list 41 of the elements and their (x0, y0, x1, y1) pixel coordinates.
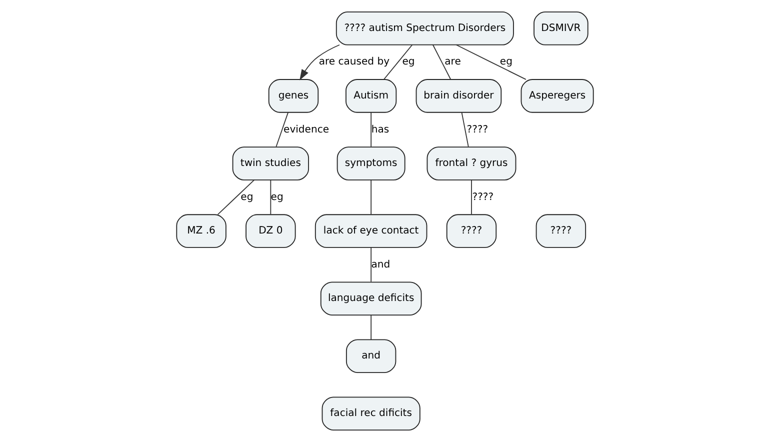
node-box: frontal ? gyrus (426, 146, 516, 180)
node-box: and (345, 339, 396, 373)
connector (370, 112, 372, 148)
node-box: lack of eye contact (314, 214, 427, 248)
edge-label: are caused by (318, 56, 390, 68)
connector (370, 180, 372, 215)
node-box: ???? (446, 214, 496, 248)
connector (370, 247, 372, 282)
connector (455, 44, 526, 80)
edge-label: evidence (283, 124, 329, 136)
node-box: MZ .6 (176, 214, 226, 248)
node-box: ???? autism Spectrum Disorders (335, 12, 514, 46)
edge-label: has (370, 124, 389, 136)
connector (383, 44, 412, 80)
connector (432, 44, 450, 80)
node-box: ???? (535, 214, 586, 248)
arrow (299, 44, 340, 80)
edge-label: are (444, 56, 460, 68)
edge-label: eg (499, 56, 512, 68)
connector (370, 314, 372, 340)
edge-label: ???? (472, 192, 494, 203)
node-box: facial rec dificits (321, 396, 420, 430)
edge-label: eg (270, 192, 283, 203)
node-box: Asperegers (520, 79, 594, 113)
node-box: brain disorder (415, 79, 502, 113)
node-box: language deficits (320, 282, 422, 316)
node-box: Autism (345, 79, 396, 113)
node-box: DSMIVR (533, 12, 588, 46)
node-box: genes (268, 79, 318, 113)
edge-label: eg (402, 56, 414, 68)
node-box: twin studies (232, 146, 308, 180)
edge-label: and (370, 259, 390, 270)
node-box: DZ 0 (245, 214, 296, 248)
node-box: symptoms (336, 146, 405, 180)
connector (275, 112, 288, 148)
edge-label: eg (240, 192, 253, 203)
connector (216, 180, 254, 215)
connector (460, 112, 468, 148)
edge-label: ???? (466, 124, 488, 136)
connector (470, 180, 472, 215)
connector (270, 180, 271, 215)
